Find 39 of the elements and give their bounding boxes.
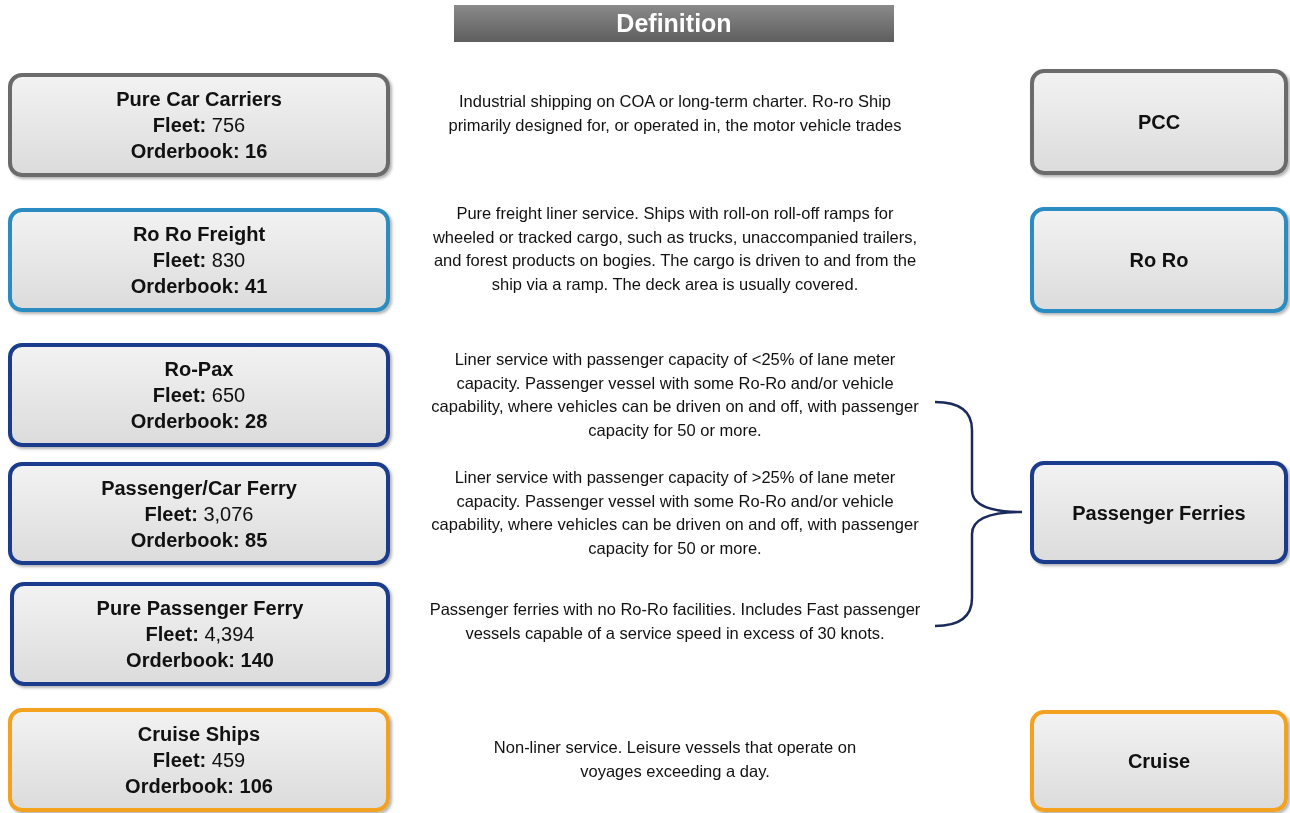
box-heading: Cruise Ships [137, 722, 261, 747]
box-heading: Ro-Pax [164, 357, 234, 382]
category-box [8, 343, 390, 447]
category-box [10, 582, 390, 686]
box-heading: Pure Passenger Ferry [96, 596, 304, 621]
box-text: Orderbook: 41 [130, 274, 268, 299]
box-heading: Pure Car Carriers [116, 87, 282, 112]
box-text: Orderbook: 106 [125, 774, 273, 799]
category-box [1030, 207, 1288, 313]
category-box [8, 462, 390, 565]
box-heading: Ro Ro Freight [132, 222, 266, 247]
definition-text: Liner service with passenger capacity of <25% of lane meter capacity. Passenger vessel with some Ro-Ro and/or vehicle capability, where vehicles can be driven on and off, with passenger capacity for 50 or more. [430, 349, 920, 441]
definition-text: Passenger ferries with no Ro-Ro facilities. Includes Fast passenger vessels capable of a service speed in excess of 30 knots. [428, 599, 922, 644]
category-box [8, 208, 390, 312]
box-text: Orderbook: 28 [130, 409, 268, 434]
definition-text: Industrial shipping on COA or long-term charter. Ro-ro Ship primarily designed for, or operated in, the motor vehicle trades [447, 91, 903, 136]
category-box [8, 73, 390, 177]
box-text: Fleet: 756 [152, 113, 246, 138]
definition-text: Non-liner service. Leisure vessels that operate on voyages exceeding a day. [492, 737, 858, 782]
definition-text: Liner service with passenger capacity of >25% of lane meter capacity. Passenger vessel with some Ro-Ro and/or vehicle capability, where vehicles can be driven on and off, with passenger capacity for 50 or more. [430, 467, 920, 559]
box-heading: PCC [1137, 110, 1181, 135]
box-text: Orderbook: 140 [126, 648, 274, 673]
definition-text: Pure freight liner service. Ships with roll-on roll-off ramps for wheeled or tracked cargo, such as trucks, unaccompanied trailers, and forest products on bogies. The cargo is driven to and from the ship via a ramp. The deck area is usually covered. [431, 203, 919, 295]
box-text: Fleet: 459 [152, 748, 246, 773]
box-text: Orderbook: 16 [130, 139, 268, 164]
box-text: Fleet: 4,394 [145, 622, 255, 647]
category-box [1030, 461, 1288, 564]
category-box [1030, 69, 1288, 175]
box-text: Fleet: 650 [152, 383, 246, 408]
box-text: Orderbook: 85 [130, 527, 268, 553]
box-heading: Ro Ro [1129, 248, 1189, 273]
box-heading: Passenger/Car Ferry [101, 475, 297, 501]
box-text: Fleet: 3,076 [144, 501, 254, 527]
category-box [8, 708, 390, 812]
box-heading: Passenger Ferries [1072, 500, 1246, 526]
title-bar: Definition [454, 5, 894, 42]
category-box [1030, 710, 1288, 812]
box-text: Fleet: 830 [152, 248, 246, 273]
box-heading: Cruise [1127, 749, 1191, 774]
